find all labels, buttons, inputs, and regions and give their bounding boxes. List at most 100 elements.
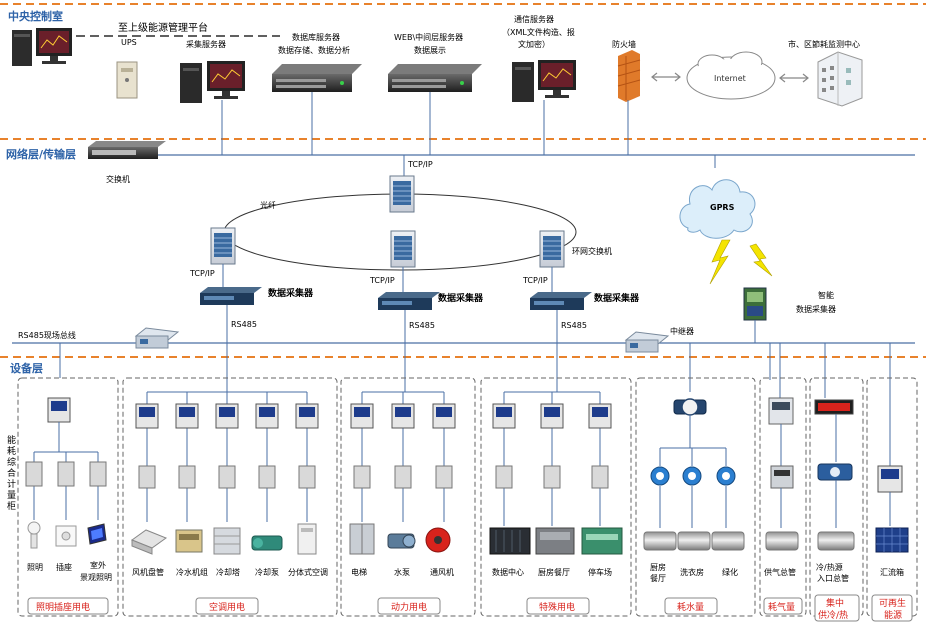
item-label: 餐厅 (650, 574, 666, 583)
pipe-icon (765, 531, 799, 551)
group-label-hvac: 空调用电 (209, 601, 245, 613)
web-server-icon (388, 64, 482, 92)
gas-module-icon (768, 397, 794, 425)
light-bulb-icon (27, 521, 41, 549)
item-label: 冷水机组 (176, 567, 208, 577)
meter-icon (47, 397, 71, 423)
breaker-icon (394, 465, 412, 489)
group-box-water (635, 377, 756, 617)
layer-label-central: 中央控制室 (8, 9, 63, 23)
breaker-icon (25, 461, 43, 487)
collector-rs485-links (226, 305, 558, 392)
item-label: 插座 (56, 562, 72, 572)
svg-text:合: 合 (7, 467, 16, 479)
switch-collector-links (222, 264, 553, 292)
main-water-meter-icon (673, 398, 707, 416)
switch-label: 交换机 (106, 174, 130, 184)
smart-label-2: 数据采集器 (796, 304, 836, 314)
comm-server-label-2: （XML文件构造、报 (502, 27, 575, 37)
heat-meter-display-icon (814, 399, 854, 415)
svg-text:能: 能 (7, 434, 16, 446)
group-label-renewable-1: 可再生 (879, 597, 906, 609)
smart-label-1: 智能 (818, 290, 834, 300)
ring-switch-right-icon (539, 230, 565, 268)
breaker-icon (591, 465, 609, 489)
breaker-icon (495, 465, 513, 489)
comm-server-icon (512, 60, 576, 102)
group-box-gas (759, 377, 807, 617)
repeater-left-icon (134, 327, 180, 349)
collector-label-3: 数据采集器 (594, 292, 640, 304)
breaker-icon (89, 461, 107, 487)
meter-icon (588, 403, 612, 429)
breaker-icon (543, 465, 561, 489)
rs485-label-2: RS485 (409, 321, 435, 330)
breaker-icon (298, 465, 316, 489)
item-label: 电梯 (351, 567, 367, 577)
platform-label: 至上级能源管理平台 (118, 21, 208, 34)
heat-meter-icon (817, 463, 853, 481)
item-label: 数据中心 (492, 567, 524, 577)
fiber-label: 光纤 (260, 200, 276, 210)
elevator-icon (349, 523, 375, 555)
collector-label-1: 数据采集器 (268, 287, 314, 299)
repeater-label: 中继器 (670, 326, 694, 336)
db-server-icon (272, 64, 362, 92)
group-badges: 照明插座用电 空调用电 动力用电 特殊用电 耗水量 耗气量 集中 供冷/热 可再… (27, 594, 913, 622)
svg-text:耗: 耗 (7, 446, 16, 457)
collector-label-2: 数据采集器 (438, 292, 484, 304)
rs485-bus-label: RS485现场总线 (18, 330, 76, 340)
pipe-icon (643, 531, 677, 551)
socket-icon (55, 525, 77, 547)
meter-icon (350, 403, 374, 429)
internet-label: Internet (714, 74, 746, 83)
firewall-label: 防火墙 (612, 39, 636, 49)
data-collector-icon (530, 292, 592, 310)
item-label: 绿化 (722, 567, 738, 577)
breaker-icon (218, 465, 236, 489)
web-server-label-1: WEB\中间层服务器 (394, 32, 463, 42)
item-label: 厨房餐厅 (538, 567, 570, 577)
core-ring-switch-icon (389, 175, 415, 213)
breaker-icon (435, 465, 453, 489)
data-center-icon (489, 527, 531, 555)
kitchen-icon (535, 527, 575, 555)
item-label: 分体式空调 (288, 567, 328, 577)
water-meter-icon (716, 466, 736, 486)
gas-meter-icon (770, 465, 794, 489)
double-arrow-icon (651, 72, 681, 82)
floodlight-icon (87, 523, 107, 545)
pipe-icon (711, 531, 745, 551)
svg-text:综: 综 (7, 456, 16, 468)
item-label: 厨房 (650, 562, 666, 572)
item-label: 水泵 (394, 567, 410, 577)
pipe-icon (677, 531, 711, 551)
breaker-icon (138, 465, 156, 489)
fan-coil-icon (130, 529, 168, 555)
meter-icon (215, 403, 239, 429)
lightning-icon (709, 239, 773, 285)
cooling-tower-icon (213, 527, 241, 555)
group-label-special: 特殊用电 (539, 601, 575, 613)
meter-icon (391, 403, 415, 429)
data-collector-icon (200, 287, 262, 305)
item-label: 停车场 (588, 567, 612, 577)
water-meter-icon (650, 466, 670, 486)
svg-text:计: 计 (7, 478, 16, 490)
ups-icon (116, 61, 138, 99)
ventilator-icon (425, 527, 451, 553)
item-label: 洗衣房 (680, 567, 704, 577)
item-label: 冷/热源 (816, 562, 843, 572)
db-server-label-2: 数据存储、数据分析 (278, 45, 350, 55)
cooling-pump-icon (251, 535, 283, 551)
tcpip-label-3: TCP/IP (522, 276, 548, 285)
group-box-lighting (17, 377, 119, 617)
split-ac-icon (297, 523, 317, 555)
desktop-computer-icon (12, 28, 72, 66)
tcpip-top-label: TCP/IP (407, 160, 433, 169)
tcpip-label-1: TCP/IP (189, 269, 215, 278)
svg-text:柜: 柜 (7, 500, 16, 512)
collect-server-label: 采集服务器 (186, 39, 226, 49)
group-label-water: 耗水量 (677, 601, 704, 613)
